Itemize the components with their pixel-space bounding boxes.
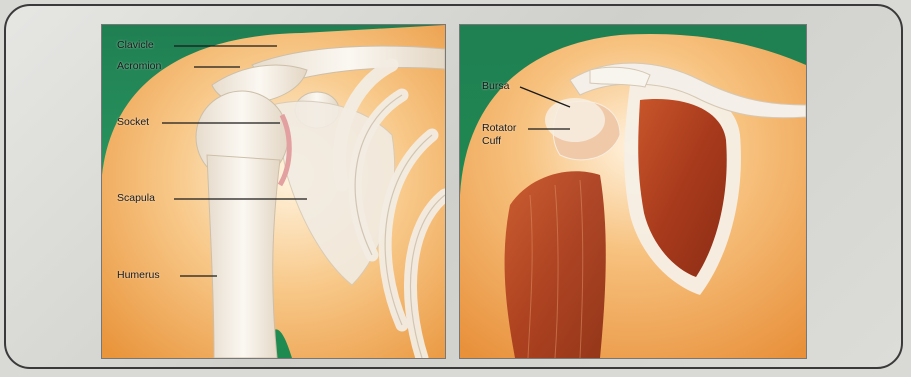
label-humerus: Humerus xyxy=(117,270,160,281)
rotator-cuff-diagram: Bursa Rotator Cuff xyxy=(459,24,807,359)
label-acromion: Acromion xyxy=(117,61,161,72)
skeletal-shoulder-diagram: Clavicle Acromion Socket Scapula Humerus xyxy=(101,24,446,359)
label-rotator-cuff-line1: Rotator xyxy=(482,123,516,134)
label-bursa: Bursa xyxy=(482,81,509,92)
label-clavicle: Clavicle xyxy=(117,40,154,51)
image-frame: Clavicle Acromion Socket Scapula Humerus xyxy=(4,4,903,369)
label-rotator-cuff-line2: Cuff xyxy=(482,136,501,147)
label-scapula: Scapula xyxy=(117,193,155,204)
rotator-cuff-illustration xyxy=(460,25,806,358)
label-socket: Socket xyxy=(117,117,149,128)
